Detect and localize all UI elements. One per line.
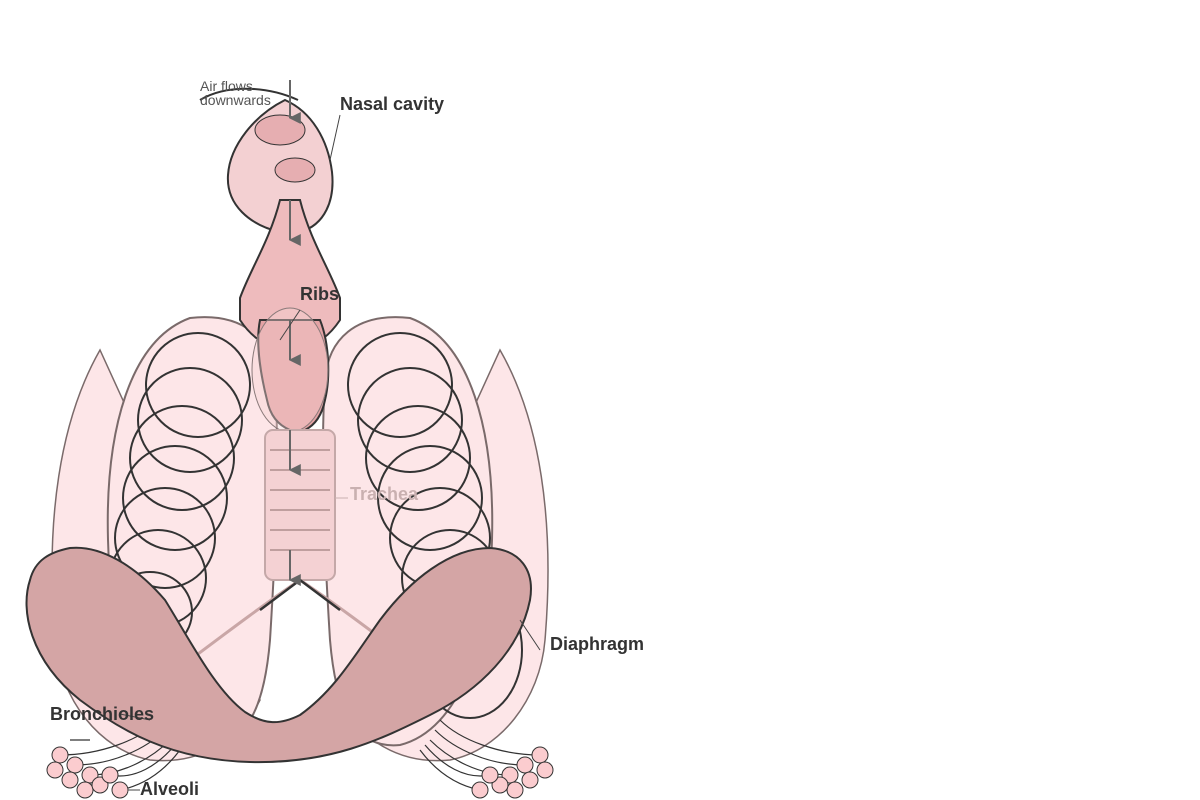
air-flow-label: Air flows downwards <box>200 78 271 108</box>
alveoli-label: Alveoli <box>140 779 199 799</box>
diaphragm-leader <box>519 619 541 651</box>
nasal-opening-lower <box>274 157 316 183</box>
bronchioles-label: Bronchioles <box>50 704 154 724</box>
trachea-label: Trachea <box>350 484 419 504</box>
right-alveoli <box>471 746 554 799</box>
nasal-cavity-leader <box>329 114 341 161</box>
trachea-rings <box>270 449 330 551</box>
nasal-cavity-label: Nasal cavity <box>340 94 444 114</box>
air-flow-label-line2: downwards <box>200 92 271 108</box>
bronchioles-leader <box>119 713 151 721</box>
nasal-curl <box>199 87 299 101</box>
ribs-leader <box>279 309 301 341</box>
nasal-opening-upper <box>254 114 306 146</box>
diaphragm <box>25 546 532 764</box>
left-alveoli <box>46 746 129 799</box>
trachea <box>264 429 336 581</box>
ribs-label: Ribs <box>300 284 339 304</box>
diaphragm-label: Diaphragm <box>550 634 644 654</box>
air-flow-label-line1: Air flows <box>200 78 253 94</box>
